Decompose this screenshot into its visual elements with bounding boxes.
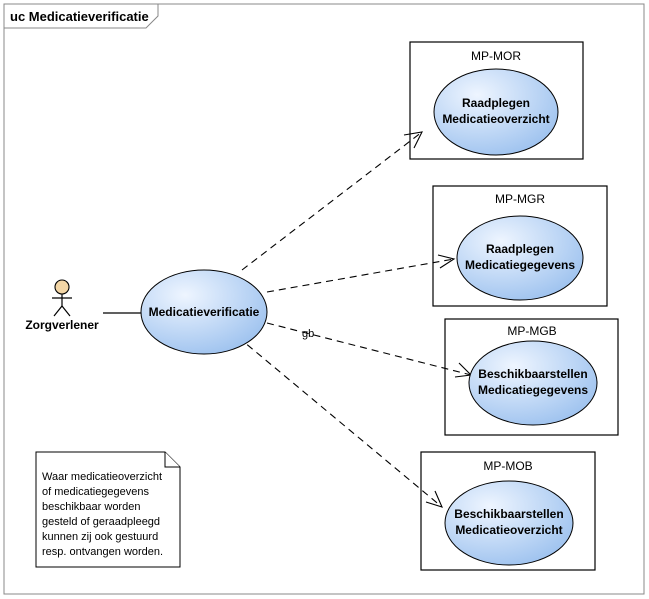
use-case-label: Medicatieverificatie — [149, 305, 260, 319]
use-case-label-line1: Beschikbaarstellen — [478, 367, 587, 381]
use-case-raadplegen-medicatiegegevens[interactable]: Raadplegen Medicatiegegevens — [456, 215, 584, 301]
use-case-beschikbaarstellen-medicatieoverzicht[interactable]: Beschikbaarstellen Medicatieoverzicht — [444, 480, 574, 566]
diagram-title-tab — [3, 3, 159, 29]
actor-zorgverlener[interactable]: Zorgverlener — [25, 279, 99, 332]
dependency-arrows — [237, 131, 473, 508]
system-name: MP-MGR — [495, 192, 545, 206]
use-case-label-line2: Medicatieoverzicht — [455, 523, 562, 537]
use-case-beschikbaarstellen-medicatiegegevens[interactable]: Beschikbaarstellen Medicatiegegevens — [468, 340, 598, 426]
use-case-label-line1: Beschikbaarstellen — [454, 507, 563, 521]
actor-head-icon — [54, 279, 70, 295]
dependency-arrow-mgr — [266, 258, 455, 293]
note-line: kunnen zij ook gestuurd — [42, 531, 158, 543]
note-line: gesteld of geraadpleegd — [42, 516, 160, 528]
note-line: of medicatiegegevens — [42, 486, 150, 498]
use-case-label-line2: Medicatiegegevens — [465, 258, 575, 272]
note-line: resp. ontvangen worden. — [42, 546, 163, 558]
arrowhead — [437, 254, 456, 269]
system-name: MP-MOB — [483, 459, 532, 473]
dependency-label: gb — [302, 328, 314, 340]
arrowhead — [425, 490, 443, 508]
system-name: MP-MGB — [507, 324, 556, 338]
note-line: Waar medicatieoverzicht — [42, 471, 162, 483]
use-case-label-line1: Raadplegen — [486, 242, 554, 256]
use-case-label-line1: Raadplegen — [462, 96, 530, 110]
arrowhead — [403, 131, 423, 149]
diagram-title: uc Medicatieverificatie — [10, 9, 149, 24]
use-case-medicatieverificatie[interactable]: Medicatieverificatie — [140, 269, 268, 355]
dependency-arrow-mob — [237, 336, 443, 508]
note-line: beschikbaar worden — [42, 501, 140, 513]
use-case-raadplegen-medicatieoverzicht[interactable]: Raadplegen Medicatieoverzicht — [433, 68, 559, 156]
system-name: MP-MOR — [471, 49, 521, 63]
dependency-arrow-mor — [241, 131, 423, 271]
use-case-label-line2: Medicatieoverzicht — [442, 112, 549, 126]
actor-name: Zorgverlener — [25, 318, 99, 332]
use-case-label-line2: Medicatiegegevens — [478, 383, 588, 397]
note[interactable]: Waar medicatieoverzicht of medicatiegege… — [35, 451, 181, 568]
